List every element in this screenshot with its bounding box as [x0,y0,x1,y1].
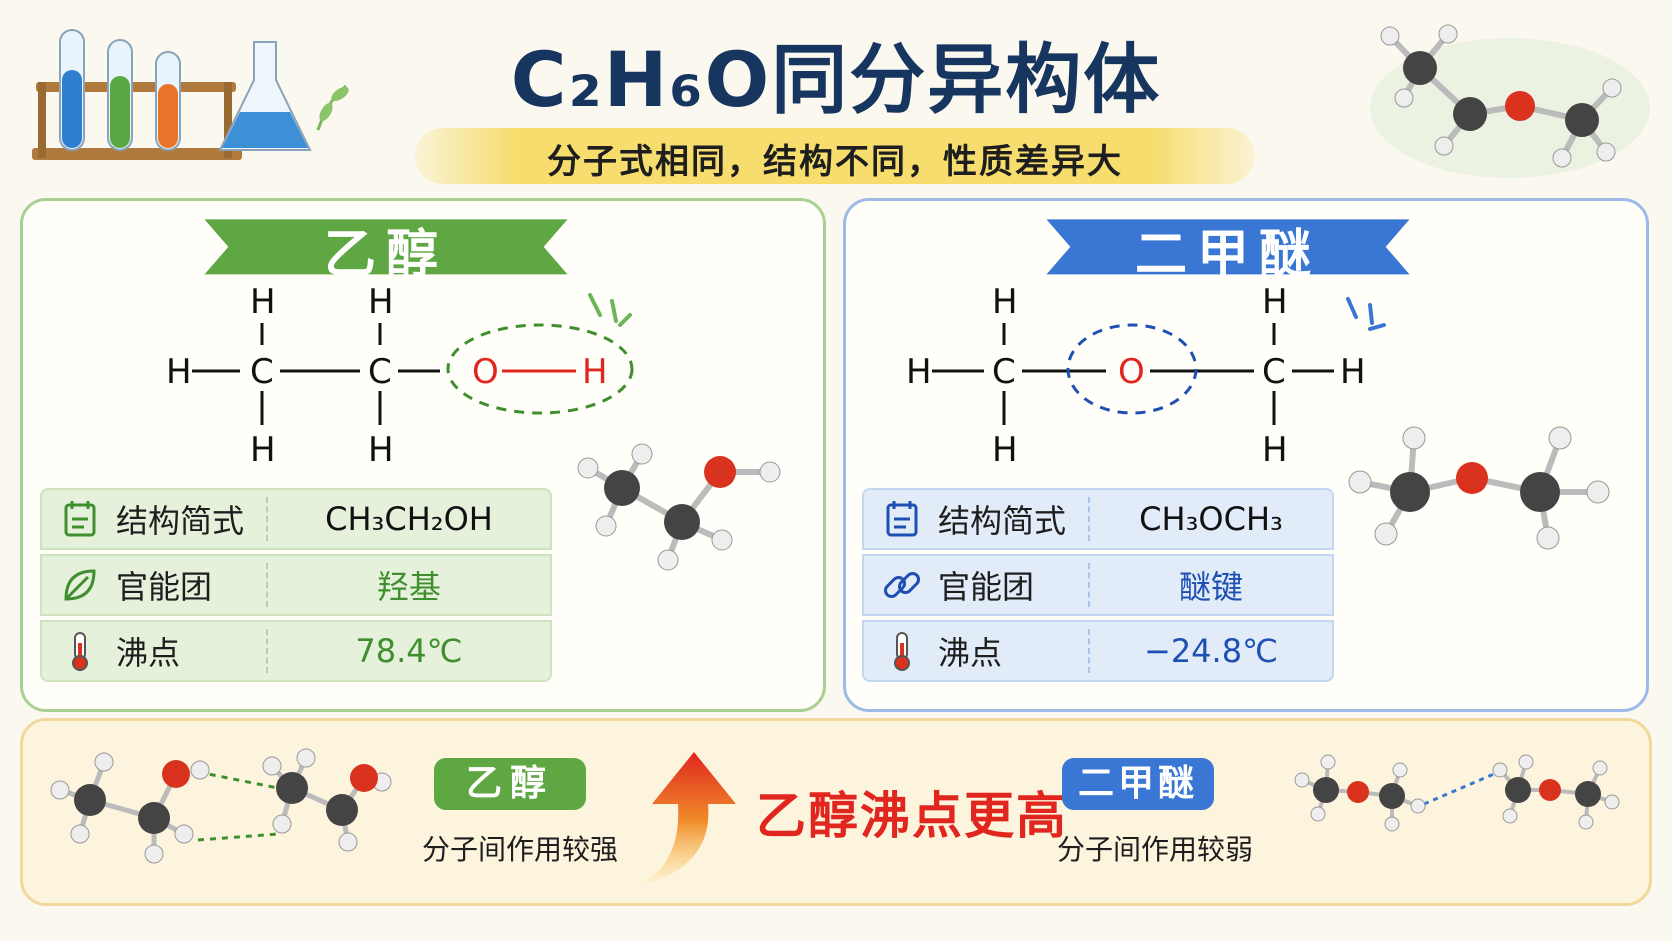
row-value: 醚键 [1178,568,1243,606]
dimethyl-ether-title: 二甲醚 [1134,225,1321,285]
table-row: 结构简式 CH₃OCH₃ [862,488,1334,550]
row-label: 沸点 [938,634,1003,672]
row-divider [266,629,268,673]
link-icon [883,571,921,599]
subtitle-highlight [415,128,1255,184]
page-title: C₂H₆O同分异构体 [510,35,1162,124]
row-value: 羟基 [376,568,441,606]
ethanol-interaction-text: 分子间作用较强 [421,833,618,866]
row-label: 官能团 [116,568,213,606]
atom-c: C [992,352,1016,392]
atom-h: H [1262,285,1288,322]
ethanol-structural-formula: H C C H H H H O H [166,285,634,470]
dimethyl-ether-weak-interaction-illustration [1294,754,1620,832]
row-value: 78.4℃ [355,632,463,670]
ethanol-badge: 乙醇 [434,758,586,810]
atom-h: H [1262,430,1288,470]
table-row: 官能团 羟基 [40,554,552,616]
row-label: 结构简式 [116,502,245,540]
atom-h: H [166,352,192,392]
atom-o: O [472,352,499,392]
thermometer-icon [894,632,910,671]
table-row: 结构简式 CH₃CH₂OH [40,488,552,550]
ether-bond-highlight [1066,323,1198,415]
dimethyl-ether-structural-formula: H C C H H H H H O [906,285,1386,470]
dimethyl-ether-ribbon [1046,219,1410,275]
table-row: 沸点 −24.8℃ [862,620,1334,682]
dimethyl-ether-table: 结构简式 CH₃OCH₃ 官能团 醚键 沸点 −24.8℃ [862,488,1334,682]
dimethyl-ether-badge: 二甲醚 [1062,758,1214,810]
hydroxyl-highlight [446,323,634,415]
page-subtitle: 分子式相同，结构不同，性质差异大 [547,142,1123,182]
row-value: −24.8℃ [1144,632,1278,670]
atom-h: H [368,285,394,322]
calendar-icon [886,501,918,537]
row-divider [266,563,268,607]
atom-o: O [1118,352,1145,392]
atom-h: H [582,352,608,392]
thermometer-icon [72,632,88,671]
row-value: CH₃CH₂OH [325,500,493,538]
ethanol-title: 乙醇 [323,225,448,285]
atom-h: H [1340,352,1366,392]
table-row: 官能团 醚键 [862,554,1334,616]
row-divider [1088,629,1090,673]
ethanol-hydrogen-bond-illustration [50,748,392,864]
atom-h: H [992,430,1018,470]
row-label: 沸点 [116,634,181,672]
atom-c: C [1262,352,1286,392]
atom-c: C [368,352,392,392]
atom-h: H [992,285,1018,322]
dimethyl-ether-ball-stick-model [1348,426,1610,550]
dimethyl-ether-interaction-text: 分子间作用较弱 [1056,833,1253,866]
up-arrow-icon [632,752,736,888]
ethanol-table: 结构简式 CH₃CH₂OH 官能团 羟基 沸点 78.4℃ [40,488,552,682]
row-divider [1088,497,1090,541]
comparison-panel [20,718,1652,906]
table-row: 沸点 78.4℃ [40,620,552,682]
conclusion-text: 乙醇沸点更高 [756,787,1068,845]
dimethyl-ether-molecule-decoration [1370,24,1650,178]
calendar-icon [64,501,96,537]
ethanol-ball-stick-model [577,443,781,571]
atom-c: C [250,352,274,392]
row-label: 结构简式 [938,502,1067,540]
lab-glassware-illustration [32,29,349,160]
ethanol-ribbon [204,219,568,275]
row-value: CH₃OCH₃ [1139,500,1283,538]
atom-h: H [250,285,276,322]
row-label: 官能团 [938,568,1035,606]
atom-h: H [250,430,276,470]
atom-h: H [368,430,394,470]
atom-h: H [906,352,932,392]
leaf-icon [64,569,96,601]
row-divider [1088,563,1090,607]
row-divider [266,497,268,541]
